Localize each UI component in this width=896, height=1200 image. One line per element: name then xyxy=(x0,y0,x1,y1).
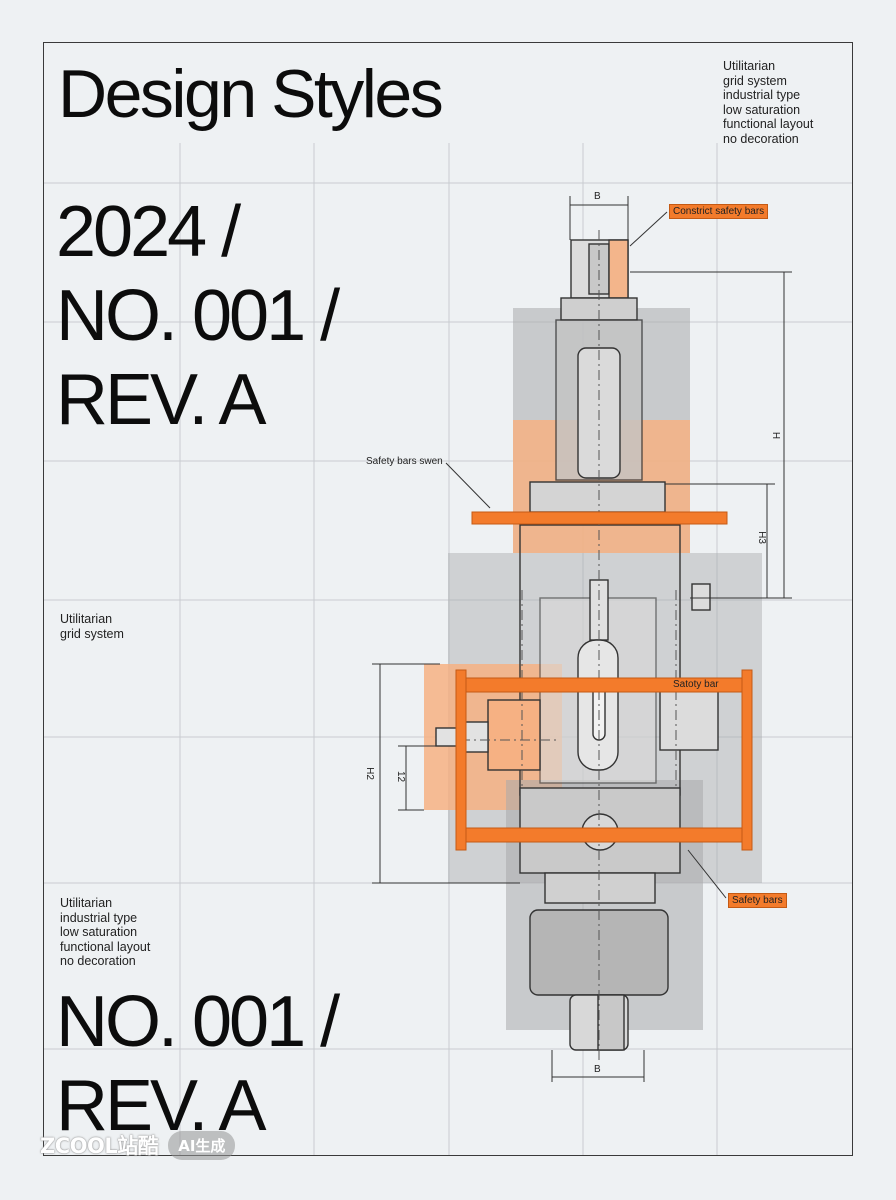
notes-top-right: Utilitarian grid system industrial type … xyxy=(723,59,813,147)
note-line: functional layout xyxy=(60,939,151,954)
safety-bar-left-post xyxy=(455,669,467,851)
leader-top-callout xyxy=(629,211,668,247)
flange xyxy=(529,481,666,513)
notes-middle-left: Utilitarian grid system xyxy=(60,612,124,641)
zcool-logo: ZCOOL站酷 xyxy=(40,1134,159,1158)
bottom-stem-hatch xyxy=(597,994,625,1051)
note-line: low saturation xyxy=(723,102,801,117)
dimension-b-top: B xyxy=(594,191,601,202)
note-line: grid system xyxy=(723,73,787,88)
callout-safety-bars: Safety bars xyxy=(728,893,787,908)
note-line: Utilitarian xyxy=(60,896,113,910)
note-line: no decoration xyxy=(60,954,136,969)
safety-bar-lower xyxy=(455,827,753,843)
callout-constrict-safety-bars: Constrict safety bars xyxy=(669,204,769,219)
note-line: Utilitarian xyxy=(723,59,776,73)
ai-generated-badge: AI生成 xyxy=(168,1130,236,1160)
notes-bottom-left: Utilitarian industrial type low saturati… xyxy=(60,896,150,969)
poster-title: Design Styles xyxy=(58,56,444,132)
watermark: ZCOOL站酷 AI生成 xyxy=(40,1130,236,1160)
lower-collar xyxy=(544,872,656,904)
label-safety-bar: Satoty bar xyxy=(673,679,719,690)
leader-sweep xyxy=(445,462,491,509)
dimension-b-bottom: B xyxy=(594,1064,601,1075)
right-latch xyxy=(691,583,711,611)
note-line: low saturation xyxy=(60,925,138,940)
note-line: grid system xyxy=(60,626,124,641)
note-line: industrial type xyxy=(723,88,801,103)
right-block xyxy=(659,689,719,751)
dimension-h3: H3 xyxy=(755,531,767,544)
safety-bar-right-post xyxy=(741,669,753,851)
left-actuator-cap xyxy=(463,721,489,753)
note-line: industrial type xyxy=(60,910,138,925)
safety-bar-upper xyxy=(471,511,728,525)
dimension-12: 12 xyxy=(395,770,407,783)
note-line: no decoration xyxy=(723,131,799,146)
headline-line-year: 2024 / xyxy=(56,192,241,272)
footer-line-number: NO. 001 / xyxy=(56,982,340,1062)
note-line: functional layout xyxy=(723,117,814,132)
top-nut-highlight xyxy=(608,239,629,299)
dimension-h2: H2 xyxy=(363,767,375,780)
headline-line-revision: REV. A xyxy=(56,360,266,440)
label-safety-bars-sweep: Safety bars swen xyxy=(366,456,443,467)
leader-bottom-callout xyxy=(687,849,727,899)
note-line: Utilitarian xyxy=(60,612,113,626)
poster-frame xyxy=(43,42,853,1156)
left-actuator xyxy=(487,699,541,771)
headline-line-number: NO. 001 / xyxy=(56,276,340,356)
footer-line-revision: REV. A xyxy=(56,1066,266,1146)
dimension-h: H xyxy=(770,431,782,440)
